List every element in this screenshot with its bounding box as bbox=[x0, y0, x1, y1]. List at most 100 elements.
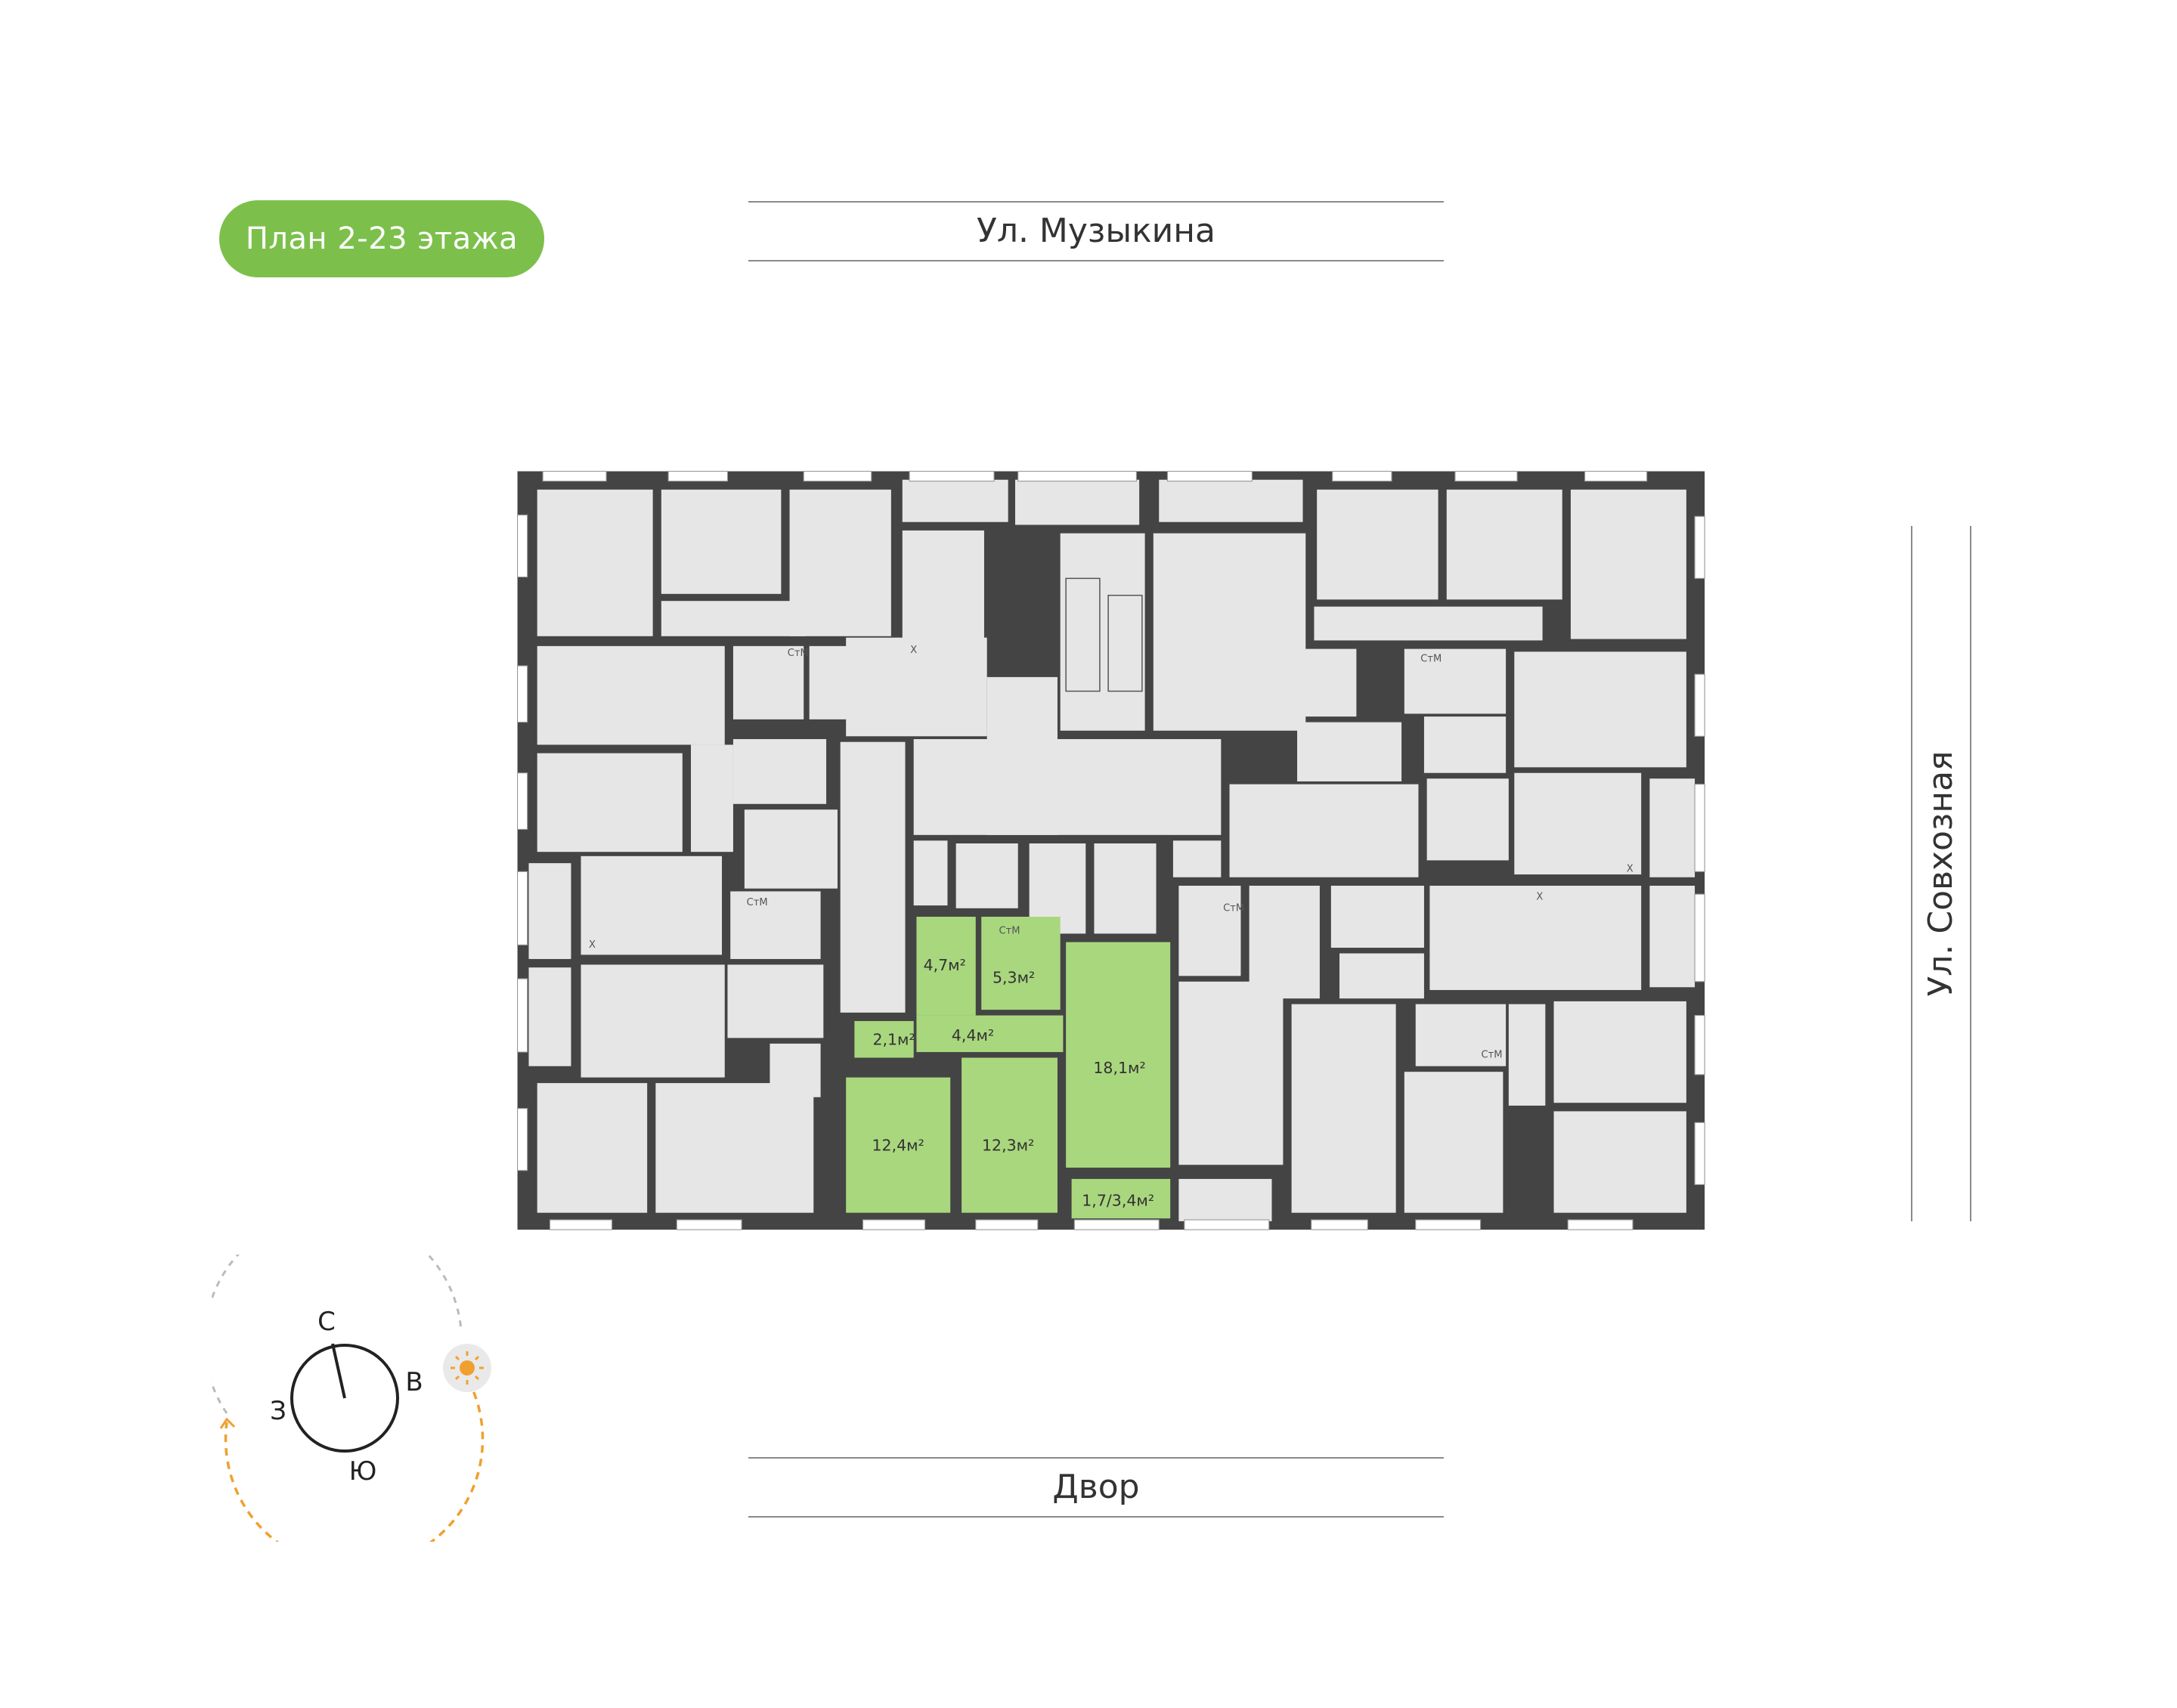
room bbox=[1514, 651, 1686, 768]
room-kitchen-living[interactable] bbox=[1066, 942, 1171, 1168]
room bbox=[655, 1083, 814, 1213]
room bbox=[1297, 722, 1402, 781]
corridor bbox=[1330, 885, 1424, 948]
bathroom bbox=[1294, 648, 1357, 717]
room bbox=[1291, 1004, 1396, 1213]
compass-north: С bbox=[317, 1307, 336, 1337]
compass-east: В bbox=[405, 1367, 423, 1397]
room bbox=[1649, 885, 1695, 988]
street-top-name: Ул. Музыкина bbox=[977, 212, 1215, 250]
bathroom bbox=[1178, 885, 1241, 976]
street-right-line-right bbox=[1970, 526, 1971, 1221]
room bbox=[661, 489, 782, 594]
sun-path-dashed bbox=[212, 1255, 463, 1414]
room bbox=[1446, 489, 1562, 600]
washer-label: СтМ bbox=[999, 925, 1020, 936]
street-top-label: Ул. Музыкина bbox=[748, 201, 1444, 261]
corridor bbox=[1249, 885, 1320, 999]
sun-icon bbox=[443, 1344, 491, 1392]
corridor bbox=[744, 809, 838, 889]
room bbox=[1553, 1111, 1686, 1213]
room bbox=[1429, 885, 1642, 990]
room bbox=[1570, 489, 1686, 639]
room bbox=[581, 856, 723, 955]
room bbox=[913, 840, 948, 906]
street-right-label: Ул. Совхозная bbox=[1911, 526, 1971, 1221]
area-bedroom-1: 12,4м² bbox=[872, 1137, 924, 1155]
highlighted-apartment[interactable] bbox=[846, 917, 1171, 1219]
corridor bbox=[1508, 1004, 1546, 1106]
elevator-hall bbox=[913, 738, 1222, 835]
room bbox=[902, 530, 984, 655]
bathroom bbox=[730, 891, 821, 959]
compass-circle bbox=[290, 1344, 399, 1453]
corridor bbox=[840, 741, 906, 1013]
compass-west: З bbox=[270, 1396, 286, 1426]
area-balcony: 1,7/3,4м² bbox=[1082, 1191, 1154, 1209]
room bbox=[537, 489, 653, 636]
corridor bbox=[1426, 778, 1509, 861]
fridge-label: Х bbox=[1536, 892, 1543, 903]
corridor bbox=[690, 744, 733, 852]
staircase bbox=[1065, 577, 1143, 692]
area-hall: 4,7м² bbox=[924, 956, 966, 974]
room-balcony[interactable] bbox=[1071, 1178, 1171, 1219]
area-kitchen-living: 18,1м² bbox=[1093, 1059, 1145, 1077]
room-bedroom-1[interactable] bbox=[846, 1077, 951, 1213]
room-hall[interactable] bbox=[916, 917, 976, 1016]
room bbox=[661, 601, 806, 636]
washer-label: СтМ bbox=[1223, 903, 1244, 914]
sun-path-arrow bbox=[219, 1417, 236, 1429]
room-wc[interactable] bbox=[854, 1021, 914, 1058]
bathroom bbox=[770, 1043, 821, 1097]
windows bbox=[516, 471, 1705, 1230]
room-corridor[interactable] bbox=[916, 1015, 1064, 1053]
room bbox=[1514, 772, 1642, 875]
room-bedroom-2[interactable] bbox=[962, 1057, 1058, 1213]
room bbox=[1314, 606, 1543, 641]
room bbox=[537, 645, 725, 745]
room bbox=[1649, 778, 1695, 877]
bathroom bbox=[1339, 953, 1424, 999]
room bbox=[1172, 840, 1222, 877]
bathroom bbox=[1423, 716, 1507, 773]
area-labels: 4,7м² 5,3м² 2,1м² 4,4м² 18,1м² 12,4м² 12… bbox=[872, 956, 1155, 1210]
corridor bbox=[1229, 784, 1419, 877]
compass-needle bbox=[331, 1343, 346, 1399]
floor-badge: План 2-23 этажа bbox=[219, 200, 544, 277]
fixture-labels: СтМ СтМ СтМ СтМ СтМ СтМ Х Х Х Х bbox=[589, 645, 1634, 1060]
bathroom bbox=[809, 645, 852, 719]
elevator bbox=[955, 843, 1018, 908]
room bbox=[528, 967, 571, 1066]
bathroom bbox=[732, 738, 827, 804]
corridor bbox=[846, 637, 987, 737]
street-bottom-label: Двор bbox=[748, 1457, 1444, 1518]
street-top-line-bottom bbox=[748, 260, 1444, 261]
room bbox=[1159, 479, 1303, 522]
room bbox=[1226, 654, 1284, 729]
corridor bbox=[727, 964, 824, 1038]
washer-label: СтМ bbox=[1481, 1050, 1502, 1061]
fridge-label: Х bbox=[1627, 863, 1634, 874]
rooms-layer bbox=[528, 479, 1695, 1221]
street-bottom-line bbox=[748, 1457, 1444, 1459]
room bbox=[1317, 489, 1438, 600]
room-bathroom[interactable] bbox=[981, 917, 1061, 1010]
street-top-line bbox=[748, 201, 1444, 203]
fridge-label: Х bbox=[910, 645, 917, 656]
room bbox=[1553, 1001, 1686, 1103]
room bbox=[1178, 981, 1284, 1165]
room bbox=[789, 489, 891, 636]
sun-path-orange bbox=[224, 1367, 485, 1542]
area-corridor: 4,4м² bbox=[952, 1026, 994, 1044]
street-bottom-line-bottom bbox=[748, 1516, 1444, 1518]
washer-label: СтМ bbox=[747, 897, 768, 908]
bathroom bbox=[1415, 1004, 1507, 1066]
area-bedroom-2: 12,3м² bbox=[982, 1137, 1034, 1155]
room bbox=[528, 863, 571, 959]
room bbox=[902, 479, 1008, 522]
washer-label: СтМ bbox=[1420, 653, 1442, 664]
area-bathroom: 5,3м² bbox=[993, 969, 1035, 987]
fridge-label: Х bbox=[589, 939, 596, 951]
